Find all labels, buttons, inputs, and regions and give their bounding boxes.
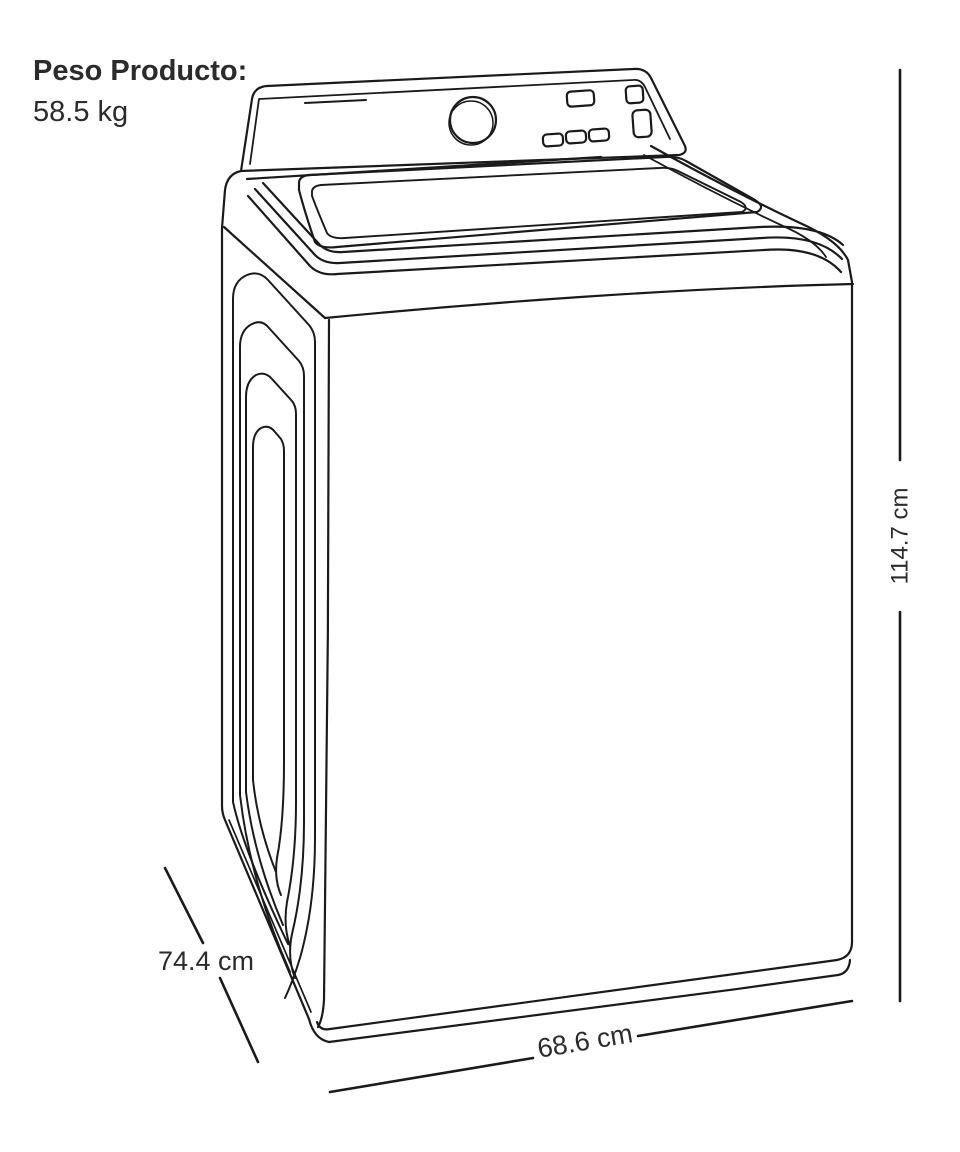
washer-knob-icon (448, 95, 498, 145)
width-line-left (328, 1056, 535, 1094)
panel-power-button (624, 84, 645, 105)
washer-drawing (220, 67, 855, 1044)
width-line-right (636, 999, 854, 1038)
panel-button-1 (541, 132, 565, 148)
panel-start-button (631, 108, 653, 139)
washer-front-panel (307, 281, 854, 1044)
depth-dimension (163, 866, 260, 1064)
width-dimension (328, 999, 854, 1094)
width-dimension-label: 68.6 cm (535, 1018, 635, 1063)
washer-control-panel (239, 67, 687, 173)
depth-line-top (163, 866, 205, 945)
weight-block: Peso Producto: 58.5 kg (33, 55, 248, 129)
dimension-lines (163, 68, 902, 1094)
weight-value: 58.5 kg (33, 95, 129, 128)
weight-label: Peso Producto: (33, 55, 248, 87)
washer-lid-rim (297, 155, 763, 249)
washer-base (307, 958, 852, 1044)
washer-lid-glass (311, 166, 747, 240)
height-dimension-label: 114.7 cm (887, 488, 914, 585)
depth-dimension-label: 74.4 cm (158, 946, 254, 976)
depth-line-bottom (218, 976, 260, 1064)
panel-brand-line (304, 99, 367, 104)
panel-button-3 (587, 127, 611, 143)
washer-knob-inner (448, 100, 494, 146)
washer-top-deck (222, 144, 855, 320)
washer-side-panel (220, 169, 316, 1021)
panel-button-2 (564, 129, 588, 145)
panel-display (565, 89, 596, 108)
